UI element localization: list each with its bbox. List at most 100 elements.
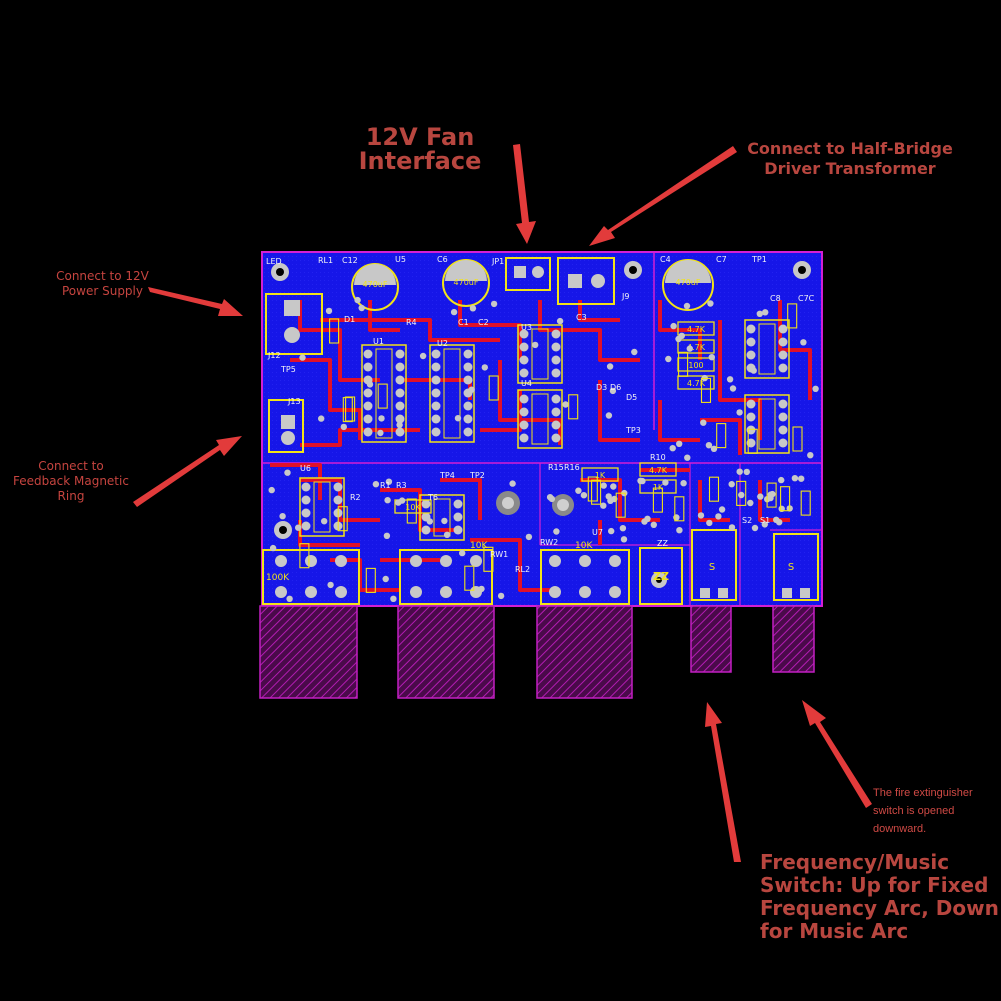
via-pad [620, 536, 628, 543]
ref-designator: C3 [576, 313, 587, 322]
ref-designator: S1 [760, 516, 770, 525]
ref-designator: D5 [626, 393, 637, 402]
via-pad [706, 519, 713, 527]
pot-shaft-outlines [259, 605, 815, 699]
potentiometer-2: 10K [399, 541, 493, 605]
ref-designator: R3 [396, 481, 407, 490]
resistor-value: 10K [405, 503, 421, 512]
smd-part [329, 318, 340, 344]
pcb-trace [598, 380, 640, 442]
resistor: 4.7K [639, 462, 677, 477]
ref-designator: R15 [548, 463, 564, 472]
via-pad [546, 494, 554, 501]
connector-j9 [557, 257, 615, 305]
ref-designator: U5 [395, 255, 406, 264]
via-pad [778, 476, 785, 484]
connector-j13 [268, 399, 304, 453]
via-pad [686, 345, 693, 352]
switch-label: S [709, 562, 715, 573]
via-pad [478, 585, 485, 593]
resistor: 4.7K [677, 321, 715, 336]
label-power-supply: Connect to 12V Power Supply [56, 269, 149, 298]
switch-label: S [788, 562, 794, 573]
ref-designator: U2 [437, 339, 448, 348]
via-pad [728, 481, 735, 488]
via-pad [708, 354, 715, 361]
via-pad [395, 499, 402, 506]
smd-part [587, 476, 598, 502]
via-pad [726, 376, 734, 383]
ref-designator: C8 [770, 294, 781, 303]
via-pad [600, 502, 607, 509]
via-pad [718, 506, 726, 513]
ic-chip [419, 494, 465, 541]
via-pad [497, 592, 505, 600]
smd-part [716, 423, 727, 449]
via-pad [665, 355, 672, 363]
resistor-value: 4.7K [687, 325, 706, 334]
ref-designator: R10 [650, 453, 666, 462]
via-pad [553, 528, 560, 535]
via-pad [678, 332, 685, 339]
via-pad [327, 581, 334, 589]
mounting-hole-center [276, 268, 284, 276]
via-pad [684, 454, 691, 461]
resistor: 10K [394, 499, 432, 514]
pcb-trace [290, 358, 362, 440]
via-pad [619, 525, 627, 532]
smd-part [787, 303, 798, 329]
ic-chip [517, 389, 563, 449]
smd-part [800, 490, 811, 516]
via-pad [468, 386, 475, 393]
via-pad [532, 341, 539, 349]
via-pad [800, 339, 807, 346]
ref-designator: U3 [521, 323, 532, 332]
ref-designator: J9 [621, 292, 629, 301]
pcb-trace [698, 480, 730, 522]
ref-designator: JP1 [491, 257, 504, 266]
ref-designator: TP5 [280, 365, 296, 374]
pcb-trace [470, 538, 550, 592]
potentiometer-1: 100K [262, 549, 360, 605]
via-pad [354, 296, 361, 304]
switch-s1: S [691, 529, 737, 601]
ref-designator: TP3 [625, 426, 641, 435]
buzzer-zz: ZZ [639, 547, 683, 605]
ref-designator: R16 [564, 463, 580, 472]
pcb-trace [480, 390, 522, 432]
smd-part [792, 426, 803, 452]
via-pad [609, 387, 617, 395]
pcb-trace [538, 300, 640, 362]
via-pad [279, 513, 286, 520]
resistor: 4.7K [677, 375, 715, 390]
via-pad [286, 595, 293, 602]
ref-designator: C6 [437, 255, 448, 264]
via-pad [556, 317, 564, 325]
resistor-value: 1K [653, 483, 664, 492]
pcb-traces [270, 300, 812, 592]
via-pad [743, 468, 750, 476]
via-pad [705, 442, 713, 449]
resistor-value: 4.7K [687, 379, 706, 388]
pcb-trace [320, 318, 500, 342]
ref-designator: C1 [458, 318, 469, 327]
cap-value: 470uF [676, 278, 701, 287]
via-pad [751, 524, 759, 532]
arrow-freq-switch [705, 702, 741, 862]
pcb-trace [440, 478, 482, 520]
smd-part [766, 482, 777, 508]
smd-part [337, 506, 348, 532]
mounting-hole-center [557, 499, 569, 511]
label-half-bridge-transformer: Connect to Half-Bridge Driver Transforme… [747, 139, 953, 178]
via-pad [676, 527, 683, 534]
ref-designator: TP4 [439, 471, 455, 480]
pot-value: 100K [266, 573, 290, 583]
via-pad [710, 445, 718, 452]
connector-fan [505, 257, 551, 291]
via-pad [268, 486, 275, 494]
ref-designator: D1 [344, 315, 355, 324]
pcb-trace [270, 463, 322, 500]
smd-part [488, 375, 499, 401]
via-pad [728, 524, 736, 531]
via-pad [459, 549, 466, 557]
